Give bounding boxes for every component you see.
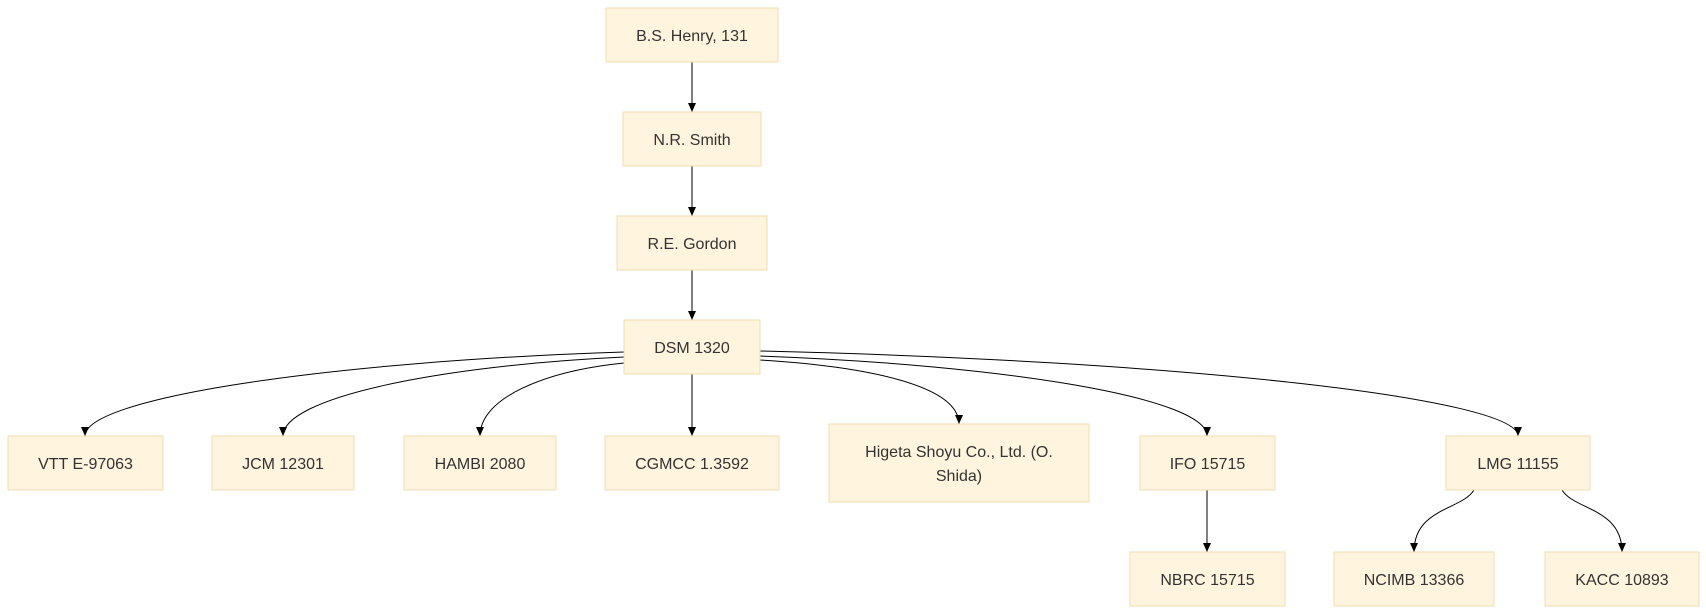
node-label: DSM 1320 xyxy=(654,340,730,357)
node-box xyxy=(1445,435,1591,491)
node-label: NBRC 15715 xyxy=(1160,572,1254,589)
node-label-line: JCM 12301 xyxy=(242,456,324,473)
node-label-line: B.S. Henry, 131 xyxy=(636,28,748,45)
node-lmg: LMG 11155 xyxy=(1445,435,1591,491)
node-label: N.R. Smith xyxy=(653,132,730,149)
node-hambi: HAMBI 2080 xyxy=(403,435,557,491)
node-label-line: HAMBI 2080 xyxy=(435,456,526,473)
edge-lmg-ncimb xyxy=(1410,489,1475,553)
node-box xyxy=(616,215,768,271)
node-box xyxy=(1139,435,1276,491)
node-box xyxy=(403,435,557,491)
node-label: IFO 15715 xyxy=(1170,456,1246,473)
node-higeta: Higeta Shoyu Co., Ltd. (O. Shida) xyxy=(828,423,1090,503)
node-smith: N.R. Smith xyxy=(622,111,762,167)
node-label: VTT E-97063 xyxy=(38,456,133,473)
node-box xyxy=(1333,551,1495,607)
edge-dsm-hambi xyxy=(476,362,625,437)
node-label-line: Shida) xyxy=(936,468,982,485)
node-ifo: IFO 15715 xyxy=(1139,435,1276,491)
node-box xyxy=(622,111,762,167)
node-box xyxy=(1544,551,1700,607)
node-label: NCIMB 13366 xyxy=(1364,572,1465,589)
edge-lmg-kacc xyxy=(1561,489,1626,553)
node-vtt: VTT E-97063 xyxy=(7,435,164,491)
node-dsm: DSM 1320 xyxy=(623,319,761,375)
edge-dsm-higeta xyxy=(759,359,963,425)
node-label-line: VTT E-97063 xyxy=(38,456,133,473)
edge-dsm-lmg xyxy=(759,350,1522,437)
edge-dsm-ifo xyxy=(759,355,1211,437)
node-box xyxy=(828,423,1090,503)
node-label: R.E. Gordon xyxy=(648,236,737,253)
node-nbrc: NBRC 15715 xyxy=(1129,551,1286,607)
node-label-line: CGMCC 1.3592 xyxy=(635,456,749,473)
node-kacc: KACC 10893 xyxy=(1544,551,1700,607)
node-label: Higeta Shoyu Co., Ltd. (O. Shida) xyxy=(865,444,1053,485)
node-label-line: LMG 11155 xyxy=(1477,456,1558,473)
node-label-line: DSM 1320 xyxy=(654,340,730,357)
edge-dsm-jcm xyxy=(279,356,625,437)
edge-dsm-vtt xyxy=(81,351,625,437)
node-label-line: R.E. Gordon xyxy=(648,236,737,253)
node-label-line: Higeta Shoyu Co., Ltd. (O. xyxy=(865,444,1053,461)
node-label-line: NCIMB 13366 xyxy=(1364,572,1465,589)
node-label: CGMCC 1.3592 xyxy=(635,456,749,473)
node-box xyxy=(623,319,761,375)
node-label: HAMBI 2080 xyxy=(435,456,526,473)
node-label: B.S. Henry, 131 xyxy=(636,28,748,45)
node-gordon: R.E. Gordon xyxy=(616,215,768,271)
node-label: JCM 12301 xyxy=(242,456,324,473)
node-label-line: KACC 10893 xyxy=(1575,572,1668,589)
node-cgmcc: CGMCC 1.3592 xyxy=(604,435,780,491)
node-box xyxy=(7,435,164,491)
node-box xyxy=(1129,551,1286,607)
node-label-line: IFO 15715 xyxy=(1170,456,1246,473)
node-box xyxy=(604,435,780,491)
node-label: LMG 11155 xyxy=(1477,456,1558,473)
node-box xyxy=(605,7,779,63)
node-label: KACC 10893 xyxy=(1575,572,1668,589)
node-henry: B.S. Henry, 131 xyxy=(605,7,779,63)
node-box xyxy=(211,435,355,491)
node-jcm: JCM 12301 xyxy=(211,435,355,491)
node-label-line: N.R. Smith xyxy=(653,132,730,149)
edges-layer xyxy=(81,62,1626,553)
node-ncimb: NCIMB 13366 xyxy=(1333,551,1495,607)
node-label-line: NBRC 15715 xyxy=(1160,572,1254,589)
